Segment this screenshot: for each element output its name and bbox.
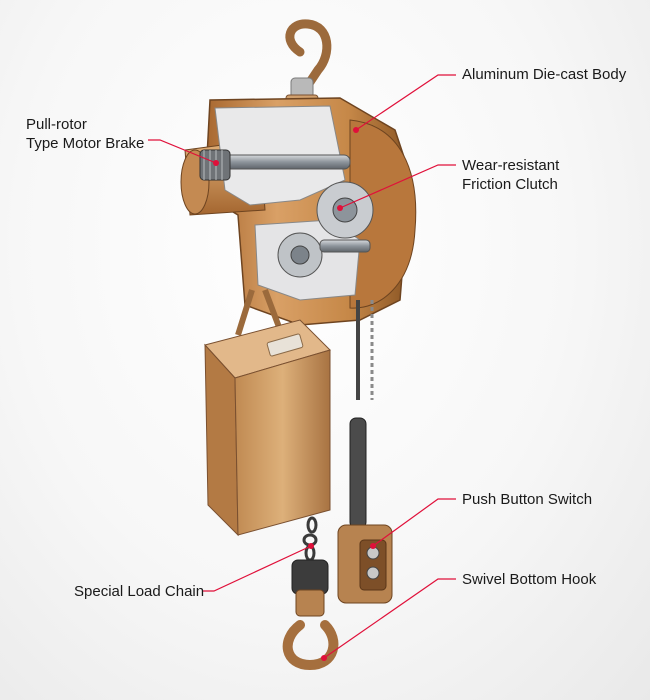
callout-bottom-hook: Swivel Bottom Hook <box>462 570 596 589</box>
callout-push-button-text: Push Button Switch <box>462 491 593 508</box>
callout-motor-brake-line2: Type Motor Brake <box>26 135 145 152</box>
leader-bottom-hook <box>321 578 456 661</box>
callout-load-chain: Special Load Chain <box>74 582 204 601</box>
callout-friction-clutch-line2: Friction Clutch <box>462 176 558 193</box>
callout-motor-brake: Pull-rotor Type Motor Brake <box>26 115 144 153</box>
pendant-assembly <box>337 300 393 604</box>
leader-lines <box>148 74 456 661</box>
callout-aluminum-body: Aluminum Die-cast Body <box>462 65 626 84</box>
chain-bucket <box>204 288 331 537</box>
callout-motor-brake-line1: Pull-rotor <box>26 116 87 133</box>
leader-friction-clutch <box>337 164 456 211</box>
hoist-body <box>180 97 417 326</box>
callout-push-button: Push Button Switch <box>462 490 592 509</box>
callout-load-chain-text: Special Load Chain <box>74 583 205 600</box>
callout-friction-clutch-line1: Wear-resistant <box>462 157 560 174</box>
leader-aluminum <box>353 74 456 133</box>
leader-load-chain <box>202 543 314 592</box>
callout-aluminum-text: Aluminum Die-cast Body <box>462 66 627 83</box>
callout-bottom-hook-text: Swivel Bottom Hook <box>462 571 597 588</box>
leader-motor-brake <box>148 139 219 166</box>
bottom-hook <box>282 559 339 671</box>
leader-push-button <box>370 498 456 549</box>
load-chain <box>302 516 318 562</box>
callout-friction-clutch: Wear-resistant Friction Clutch <box>462 156 559 194</box>
